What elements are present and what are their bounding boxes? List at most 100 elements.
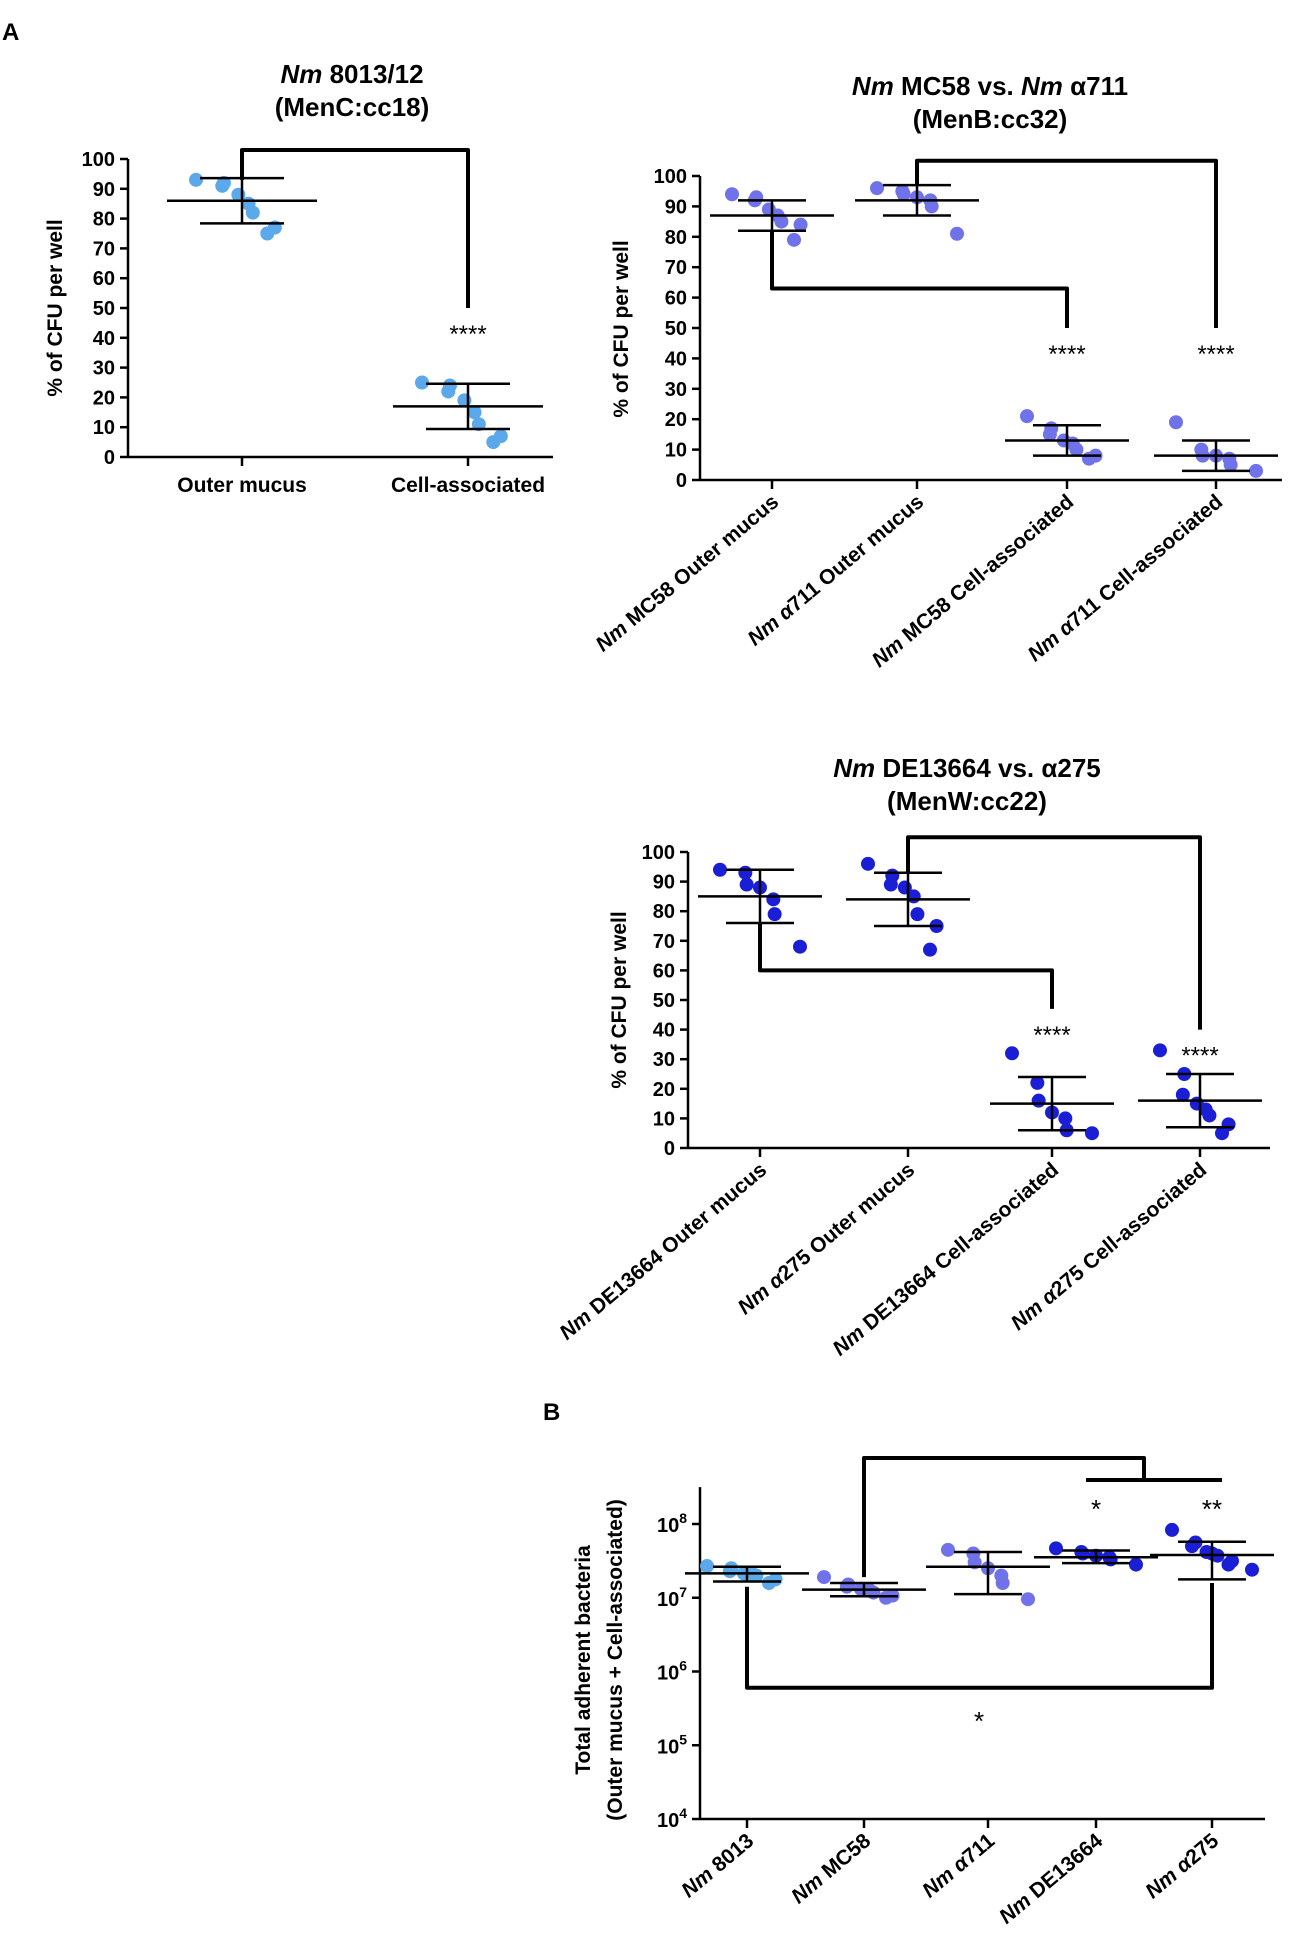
a2-point-1-6 <box>950 226 964 241</box>
b-xtick-label-2: Nm α711 <box>918 1829 999 1902</box>
a3-xtick-label-0: Nm DE13664 Outer mucus <box>555 1158 771 1344</box>
a1-point-0-5 <box>245 205 260 220</box>
a1-xtick-label-1: Cell-associated <box>391 474 545 497</box>
a2-point-0-0 <box>725 187 739 202</box>
b-xtick-label-1: Nm MC58 <box>787 1829 875 1908</box>
chart-total-adherent: Total adherent bacteria(Outer mucus + Ce… <box>572 1456 1274 1929</box>
a1-point-0-0 <box>189 172 203 187</box>
a2-sig-1: **** <box>1197 341 1234 368</box>
a3-point-3-7 <box>1215 1126 1229 1141</box>
b-point-2-0 <box>941 1542 955 1557</box>
a2-title-part-1: MC58 vs. <box>894 71 1021 101</box>
a1-bracket-0 <box>240 148 470 308</box>
a2-point-1-0 <box>870 181 884 196</box>
a2-point-0-7 <box>787 232 801 247</box>
a2-bracket-0 <box>915 158 1218 328</box>
a3-ytick-label-1: 10 <box>653 1108 675 1130</box>
b-point-3-6 <box>1129 1557 1143 1572</box>
a3-ytick-label-7: 70 <box>653 931 675 953</box>
b-ytick-exp-4: 8 <box>679 1510 687 1526</box>
a1-xtick-label-0: Outer mucus <box>177 474 307 497</box>
chart-nm-8013: Nm 8013/12(MenC:cc18)% of CFU per well01… <box>44 59 553 497</box>
a2-ytick-label-4: 40 <box>665 348 687 370</box>
a1-point-0-7 <box>260 226 275 241</box>
a1-ytick-label-7: 70 <box>93 238 115 260</box>
b-ytick-base-0: 10 <box>657 1810 679 1832</box>
a2-point-3-6 <box>1249 463 1263 478</box>
b-point-0-0 <box>700 1559 714 1574</box>
b-point-1-0 <box>817 1570 831 1585</box>
a1-ytick-label-1: 10 <box>93 417 115 439</box>
b-point-4-8 <box>1245 1562 1259 1577</box>
b-point-1-7 <box>879 1590 893 1605</box>
a2-xtick-label-0-part-1: MC58 Outer mucus <box>617 490 783 634</box>
a1-title-part-0: Nm <box>280 59 322 89</box>
a3-ytick-label-4: 40 <box>653 1020 675 1042</box>
b-point-3-0 <box>1049 1541 1063 1556</box>
a3-ytick-label-8: 80 <box>653 901 675 923</box>
b-point-2-6 <box>1021 1592 1035 1607</box>
a3-ytick-label-5: 50 <box>653 990 675 1012</box>
a3-point-3-0 <box>1153 1043 1167 1058</box>
a1-point-1-4 <box>467 405 482 420</box>
a3-point-0-6 <box>793 939 807 954</box>
b-ytick-base-2: 10 <box>657 1663 679 1685</box>
a2-ytick-label-0: 0 <box>676 470 687 492</box>
a2-ytick-label-5: 50 <box>665 318 687 340</box>
b-point-4-7 <box>1221 1557 1236 1572</box>
a1-point-0-2 <box>215 178 230 193</box>
chart-de13664-vs-a275: Nm DE13664 vs. α275(MenW:cc22)% of CFU p… <box>555 753 1270 1360</box>
b-xtick-label-0: Nm 8013 <box>677 1829 758 1902</box>
b-xtick-label-1-part-1: MC58 <box>813 1829 875 1887</box>
a1-point-1-7 <box>486 435 501 450</box>
a3-point-3-5 <box>1202 1108 1217 1123</box>
a1-xtick-label-0-part-0: Outer mucus <box>177 474 307 497</box>
a3-bracket-1 <box>758 923 1054 1009</box>
a2-point-0-6 <box>793 217 808 232</box>
a3-ytick-label-2: 20 <box>653 1079 675 1101</box>
a3-point-0-2 <box>739 877 754 892</box>
a3-point-3-2 <box>1175 1087 1190 1102</box>
a3-point-1-5 <box>910 907 925 922</box>
a1-point-1-5 <box>471 417 486 432</box>
b-sig-a275: ** <box>1202 1494 1222 1524</box>
a3-point-1-0 <box>861 856 875 871</box>
b-ytick-base-3: 10 <box>657 1589 679 1611</box>
a2-ytick-label-9: 90 <box>665 196 687 218</box>
a2-ylabel: % of CFU per well <box>610 240 633 417</box>
a3-xtick-label-1-part-1: 275 Outer mucus <box>774 1158 919 1285</box>
a3-ytick-label-6: 60 <box>653 960 675 982</box>
a1-ytick-label-10: 100 <box>82 149 115 171</box>
b-ytick-base-1: 10 <box>657 1736 679 1758</box>
b-ytick-label-4: 108 <box>657 1510 687 1537</box>
a2-point-2-7 <box>1082 451 1096 466</box>
b-xtick-label-0-part-1: 8013 <box>703 1829 758 1880</box>
b-sig-bottom: * <box>974 1706 984 1736</box>
a3-ytick-label-3: 30 <box>653 1049 675 1071</box>
a1-title: Nm 8013/12 <box>280 59 423 89</box>
b-point-2-5 <box>995 1576 1010 1590</box>
a1-point-1-0 <box>415 375 429 390</box>
a1-xtick-label-1-part-0: Cell-associated <box>391 474 545 497</box>
a2-point-2-2 <box>1042 427 1057 442</box>
a2-point-3-0 <box>1169 415 1183 430</box>
b-ylabel2: (Outer mucus + Cell-associated) <box>604 1499 627 1821</box>
b-ytick-exp-3: 7 <box>679 1584 687 1600</box>
a2-title-part-2: Nm <box>1021 71 1063 101</box>
a2-title-part-3: α711 <box>1063 71 1128 101</box>
a2-bracket-1 <box>770 230 1069 328</box>
a2-point-1-2 <box>896 187 911 202</box>
a3-title-part-1: DE13664 vs. α275 <box>875 753 1101 783</box>
a3-point-0-5 <box>767 907 782 922</box>
a2-subtitle: (MenB:cc32) <box>913 104 1068 134</box>
b-xtick-label-3: Nm DE13664 <box>995 1829 1108 1929</box>
a2-point-1-5 <box>924 199 939 214</box>
a1-ytick-label-2: 20 <box>93 387 115 409</box>
b-ytick-exp-0: 4 <box>679 1805 687 1821</box>
a3-ytick-label-0: 0 <box>664 1138 675 1160</box>
a2-ytick-label-3: 30 <box>665 379 687 401</box>
a3-point-0-0 <box>713 862 727 877</box>
a3-ytick-label-10: 100 <box>642 842 675 864</box>
b-ytick-exp-1: 5 <box>679 1731 687 1747</box>
a2-point-0-5 <box>774 214 789 229</box>
